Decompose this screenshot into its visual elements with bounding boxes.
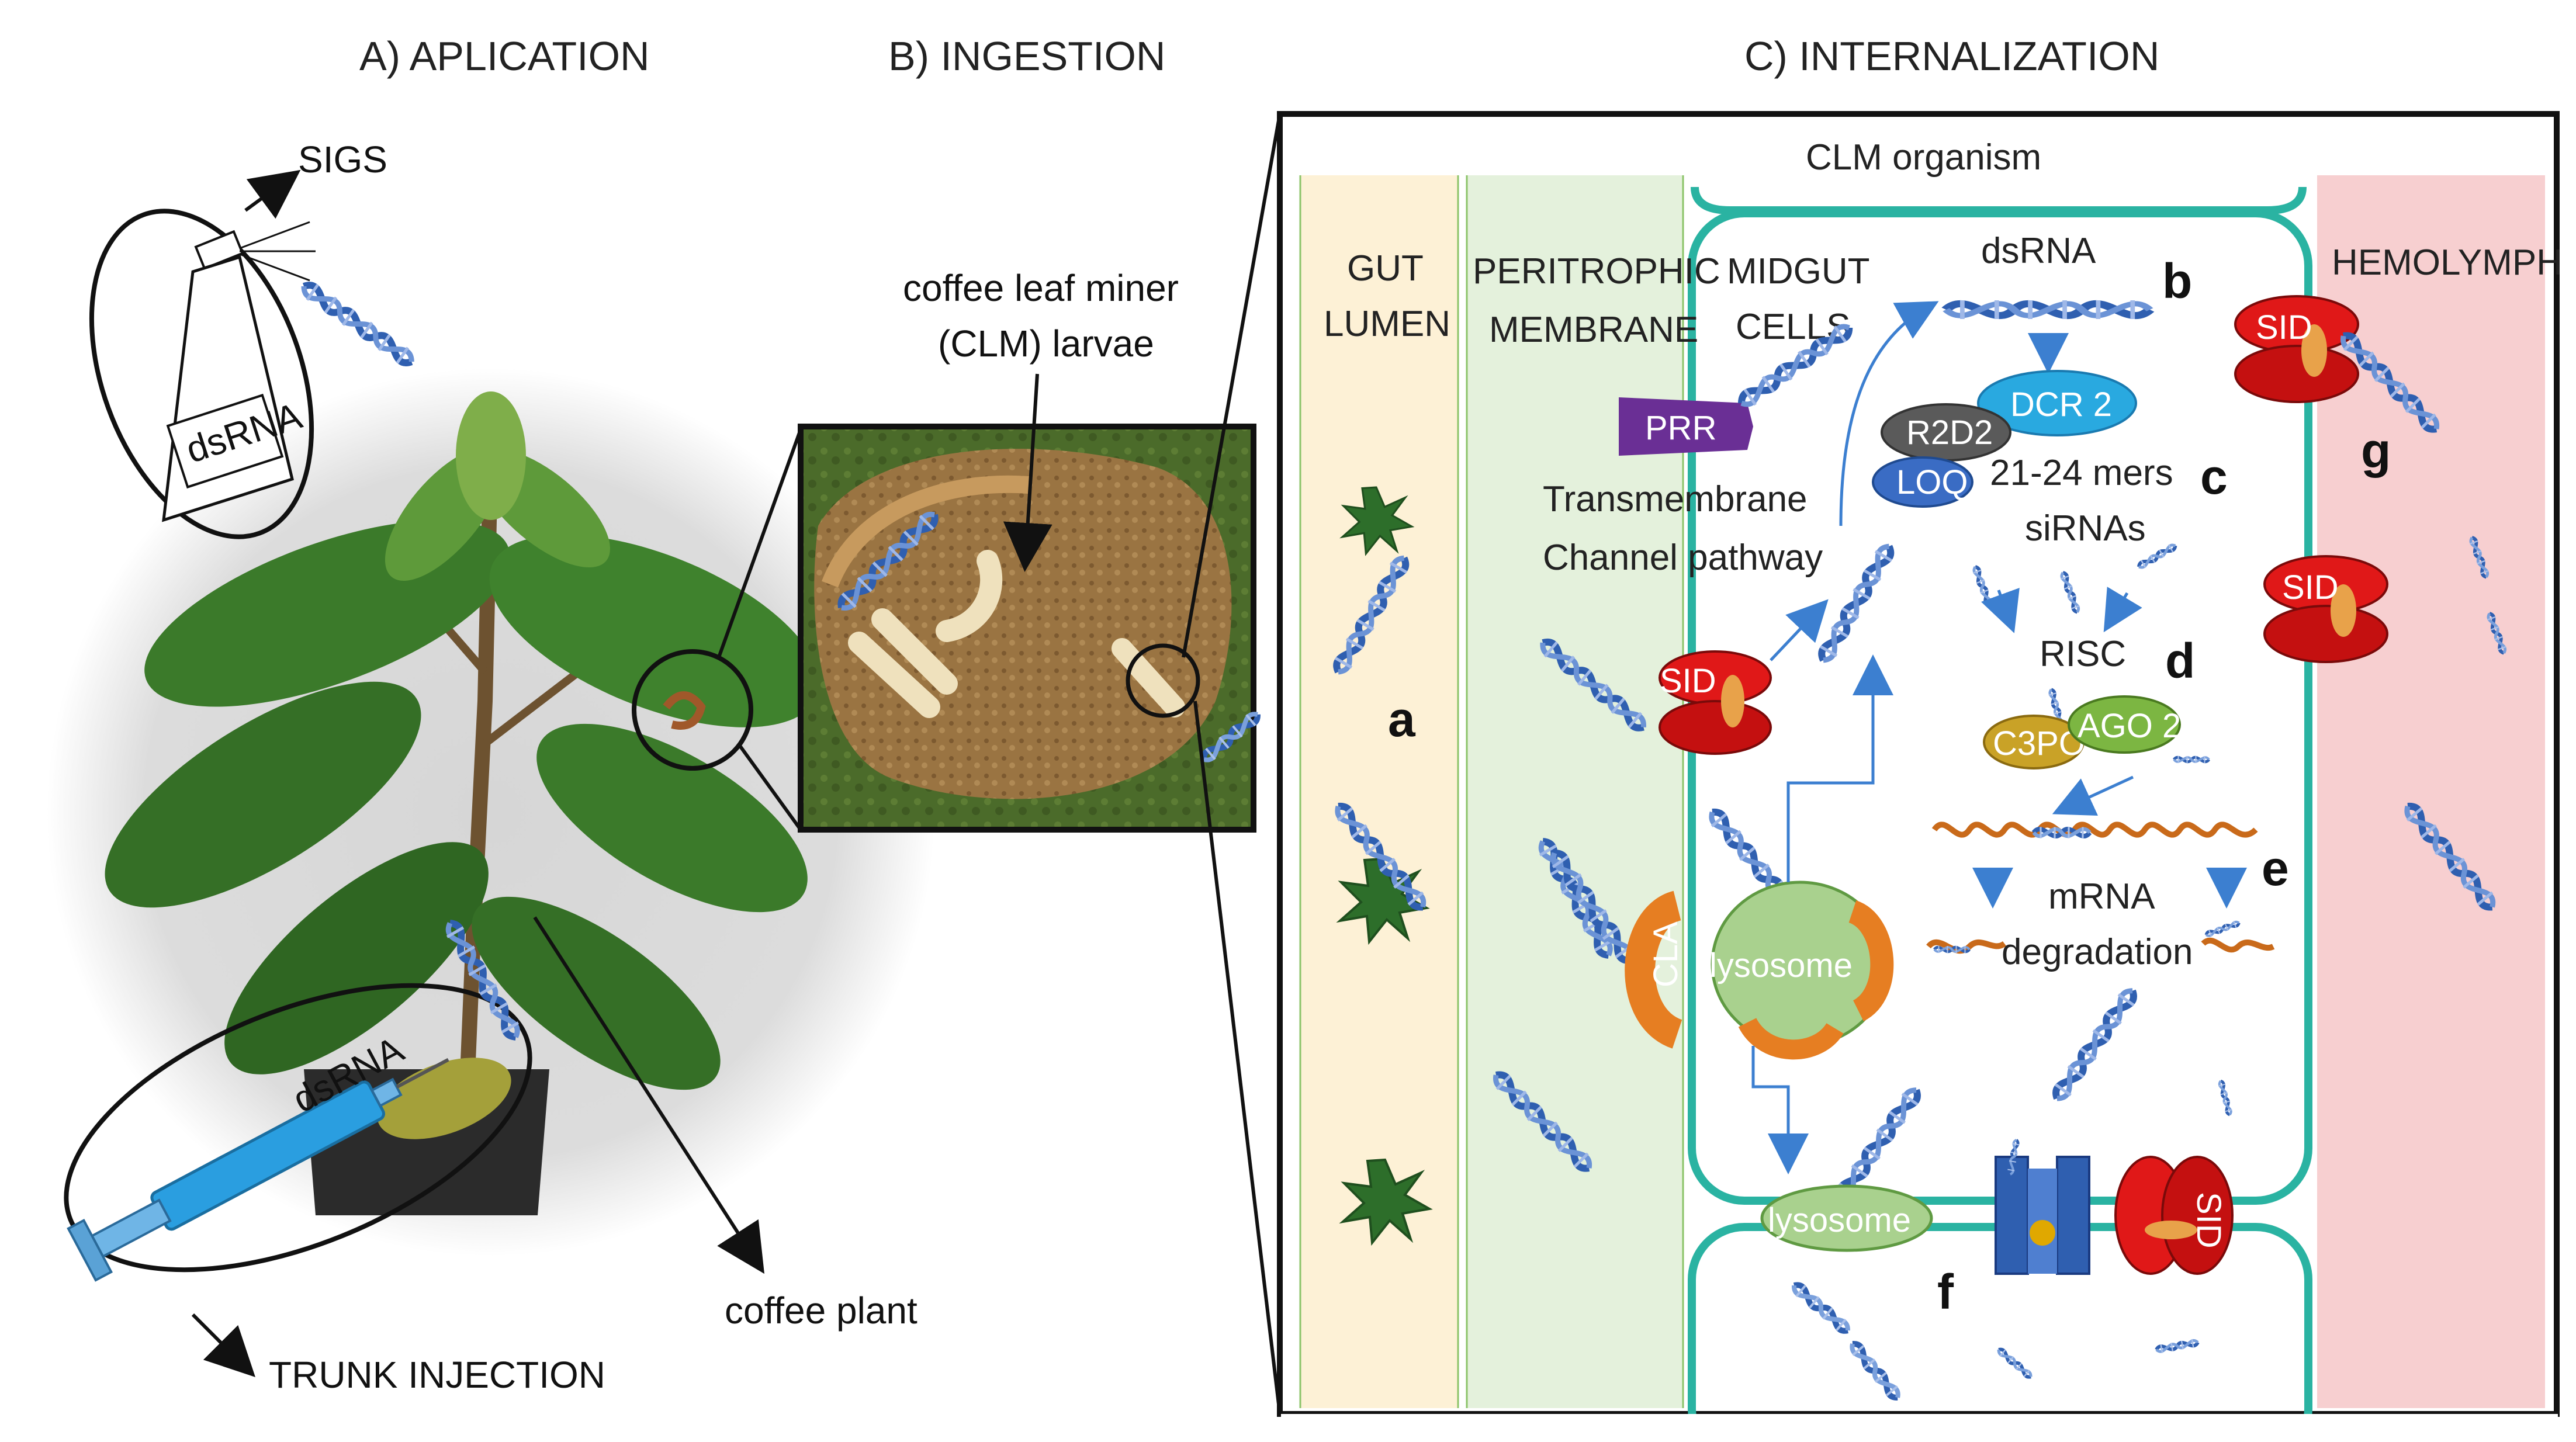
- dsrna-spray-icon: [299, 279, 417, 369]
- sid-label-4: SID: [2190, 1192, 2228, 1249]
- syringe-icon: [67, 1058, 449, 1282]
- sigs-arrow: [244, 169, 301, 219]
- flow-arrow: [1839, 301, 1939, 526]
- midgut-label-1: MIDGUT: [1727, 251, 1870, 292]
- lysosome-label-1: lysosome: [1709, 947, 1853, 985]
- larva-zoom-circle: [1126, 643, 1200, 718]
- ago2-label: AGO 2: [2078, 707, 2181, 745]
- prr-receptor: [1619, 397, 1753, 456]
- organism-label: CLM organism: [1806, 137, 2041, 178]
- loq-protein: [1872, 456, 1973, 508]
- peritrophic-label-1: PERITROPHIC: [1473, 251, 1720, 292]
- lysosome-2: [1760, 1184, 1933, 1252]
- lysosome-label-2: lysosome: [1768, 1201, 1911, 1239]
- larvae-label-line2: (CLM) larvae: [938, 323, 1154, 365]
- risc-label: RISC: [2040, 634, 2126, 674]
- zoom-line-c-bottom: [1193, 701, 1282, 1415]
- trunk-injection-arrow: [191, 1313, 255, 1377]
- mrna-label-1: mRNA: [2048, 876, 2155, 917]
- flow-arrow: [1786, 654, 1893, 882]
- mers-label-2: siRNAs: [2025, 508, 2146, 549]
- plant-photo: [47, 368, 935, 1256]
- dsrna-label: dsRNA: [1981, 231, 2096, 271]
- section-title-ingestion: B) INGESTION: [888, 33, 1165, 79]
- leaf-closeup-photo: [798, 424, 1256, 833]
- step-letter-d: d: [2165, 633, 2195, 688]
- r2d2-label: R2D2: [1906, 414, 1993, 452]
- dcr2-label: DCR 2: [2010, 386, 2112, 424]
- sigs-ellipse: [89, 209, 314, 539]
- step-letter-a: a: [1388, 692, 1416, 747]
- sid-channel: [2114, 1156, 2234, 1275]
- sid-label-3: SID: [2282, 569, 2339, 606]
- zoom-line-bottom: [738, 744, 802, 831]
- zoom-line-top: [717, 428, 802, 658]
- step-letter-f: f: [1937, 1264, 1954, 1319]
- cla-label: CLA: [1647, 921, 1685, 987]
- mrna-label-2: degradation: [2002, 932, 2193, 972]
- prr-label: PRR: [1645, 409, 1716, 447]
- step-letter-g: g: [2361, 423, 2391, 478]
- transmembrane-label-2: Channel pathway: [1543, 538, 1823, 578]
- sid-channel: [1659, 650, 1772, 755]
- leaf-zoom-circle: [632, 649, 753, 771]
- gut-label-2: LUMEN: [1324, 304, 1450, 344]
- flow-arrow: [1770, 599, 1829, 661]
- coffee-plant-label: coffee plant: [725, 1290, 917, 1332]
- peritrophic-zone: [1467, 175, 1683, 1408]
- dcr2-enzyme: [1977, 370, 2137, 436]
- mers-label-1: 21-24 mers: [1990, 453, 2173, 493]
- step-letter-b: b: [2162, 254, 2192, 308]
- sid-channel: [2263, 555, 2388, 663]
- section-title-internalization: C) INTERNALIZATION: [1744, 33, 2159, 79]
- peritrophic-label-2: MEMBRANE: [1489, 310, 1698, 350]
- cla-receptor: [1625, 890, 1684, 1049]
- coffee-plant-arrow: [533, 916, 764, 1274]
- spray-bottle-icon: [162, 221, 316, 522]
- trunk-injection-label: TRUNK INJECTION: [269, 1354, 605, 1396]
- transmembrane-label-1: Transmembrane: [1543, 479, 1808, 519]
- zoom-line-c-top: [1182, 113, 1282, 658]
- mrna-strand: [1931, 821, 2258, 838]
- larvae-label-line1: coffee leaf miner: [903, 267, 1179, 309]
- loq-label: LOQ: [1896, 463, 1968, 501]
- flow-arrow: [1751, 1046, 1809, 1174]
- sid-label-1: SID: [1660, 662, 1716, 700]
- section-title-application: A) APLICATION: [359, 33, 650, 79]
- transporter-channel: [1995, 1156, 2090, 1275]
- injection-ellipse: [64, 983, 532, 1273]
- step-letter-c: c: [2200, 449, 2228, 504]
- sid-label-2: SID: [2256, 308, 2312, 346]
- gut-label-1: GUT: [1347, 248, 1424, 289]
- larvae-arrow: [1003, 373, 1052, 572]
- sid-channel: [2234, 295, 2359, 403]
- ago2-protein: [2068, 695, 2181, 754]
- sigs-label: SIGS: [298, 138, 387, 181]
- hemolymph-label: HEMOLYMPH: [2332, 242, 2563, 283]
- step-letter-e: e: [2262, 841, 2289, 896]
